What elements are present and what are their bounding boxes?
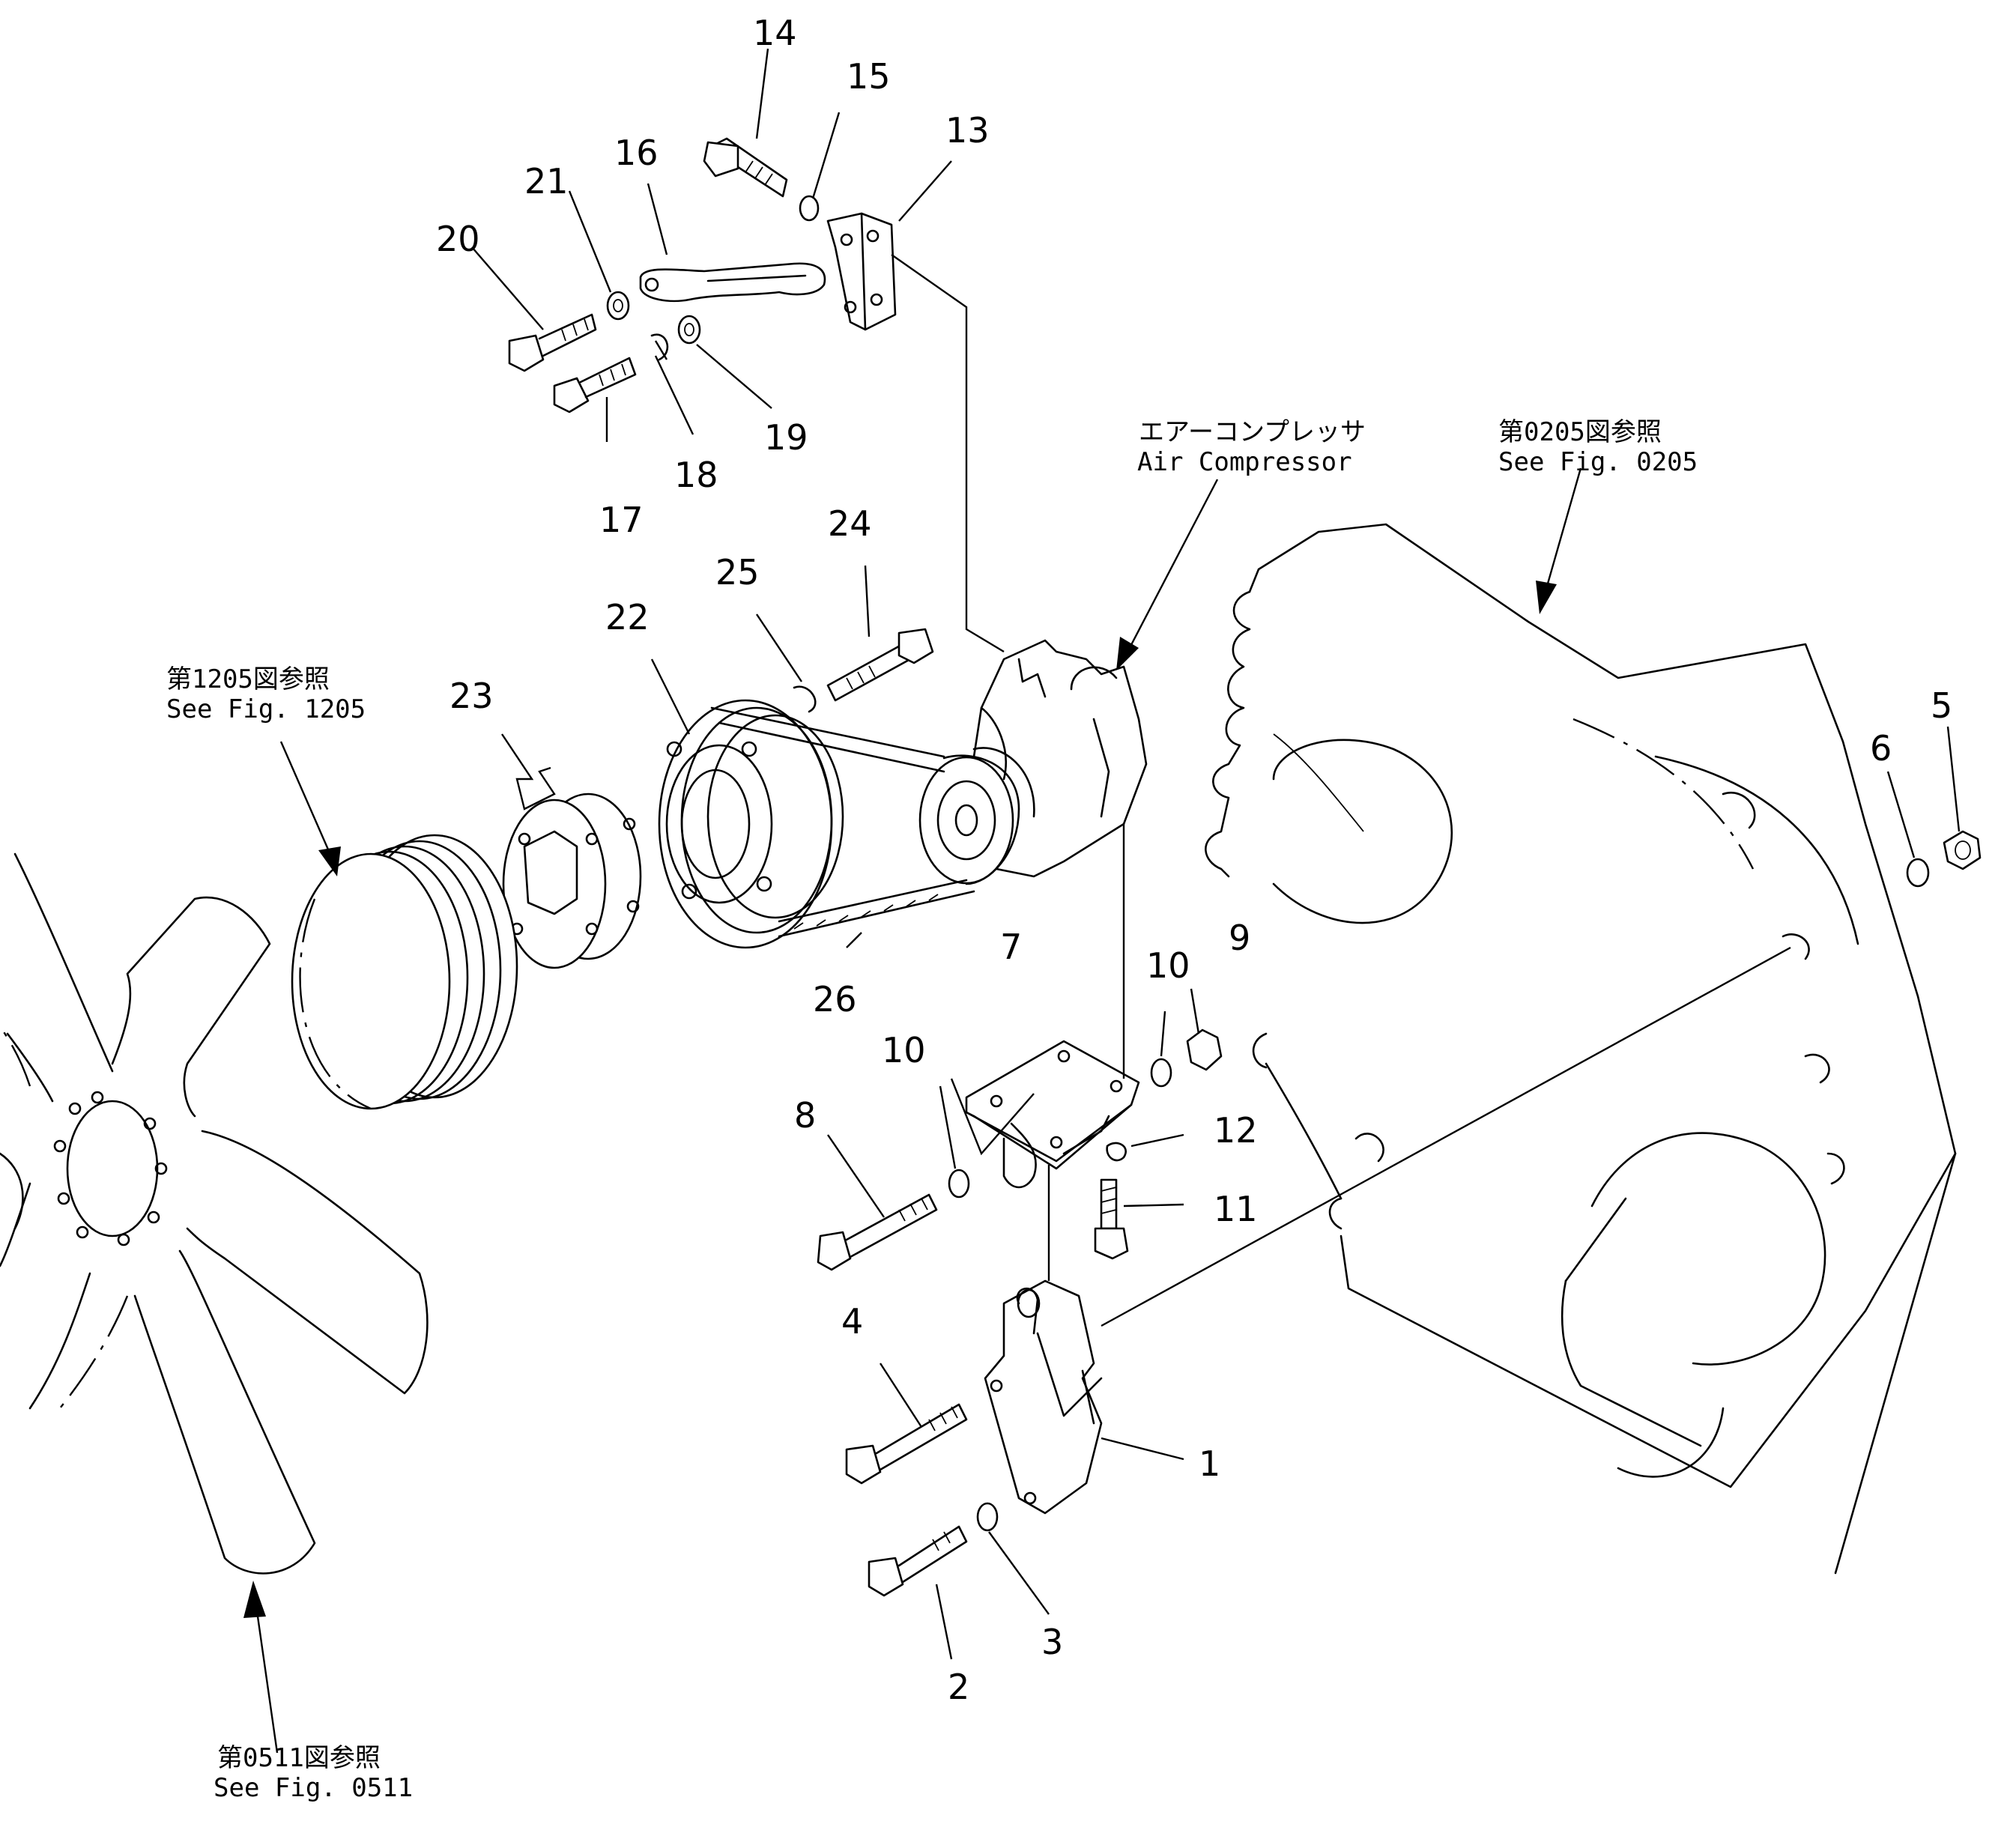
callout-5: 5 bbox=[1931, 685, 1952, 726]
callout-6: 6 bbox=[1870, 728, 1892, 769]
washer-3 bbox=[976, 1502, 999, 1532]
callout-19: 19 bbox=[764, 417, 808, 458]
spacer-23 bbox=[502, 793, 642, 969]
washer-19 bbox=[677, 315, 701, 345]
callout-17: 17 bbox=[599, 500, 644, 540]
bolt-24 bbox=[826, 628, 934, 702]
fig-0511-en: See Fig. 0511 bbox=[214, 1773, 413, 1803]
nut-9 bbox=[1186, 1028, 1223, 1071]
fig-1205-en: See Fig. 1205 bbox=[166, 694, 366, 724]
callout-22: 22 bbox=[605, 597, 650, 637]
reference-fig-0205: 第0205図参照 See Fig. 0205 bbox=[1498, 417, 1698, 477]
callout-2: 2 bbox=[948, 1667, 969, 1707]
engine-housing bbox=[1205, 523, 1957, 1575]
callout-14: 14 bbox=[753, 13, 797, 53]
bolt-8 bbox=[817, 1193, 938, 1271]
cooling-fan bbox=[0, 852, 429, 1575]
air-compressor-jp: エアーコンプレッサ bbox=[1139, 417, 1366, 447]
callout-13: 13 bbox=[945, 110, 990, 151]
air-compressor-en: Air Compressor bbox=[1137, 447, 1352, 477]
adjust-plate-16 bbox=[639, 262, 826, 303]
support-7 bbox=[965, 1040, 1140, 1189]
washer-10-upper bbox=[1150, 1058, 1172, 1088]
callout-8: 8 bbox=[794, 1095, 816, 1136]
washer-12 bbox=[1106, 1142, 1127, 1162]
fig-0511-jp: 第0511図参照 bbox=[217, 1743, 381, 1773]
washer-21 bbox=[606, 291, 630, 321]
bolt-2 bbox=[868, 1525, 968, 1597]
callout-18: 18 bbox=[674, 455, 718, 495]
crank-pulley-22 bbox=[658, 699, 844, 949]
leader-lines bbox=[243, 48, 1961, 1754]
washer-18 bbox=[650, 333, 669, 361]
bracket-1 bbox=[984, 1279, 1103, 1515]
fan-pulley bbox=[291, 834, 518, 1110]
assembly-lines bbox=[891, 254, 1791, 1327]
reference-fig-0511: 第0511図参照 See Fig. 0511 bbox=[214, 1743, 413, 1803]
callout-26: 26 bbox=[813, 979, 857, 1019]
callout-20: 20 bbox=[436, 219, 480, 259]
v-belt-26 bbox=[710, 706, 975, 938]
callout-10a: 10 bbox=[1146, 945, 1190, 986]
callout-12: 12 bbox=[1214, 1110, 1258, 1151]
callout-7: 7 bbox=[1000, 927, 1022, 967]
washer-10-lower bbox=[948, 1169, 970, 1199]
callout-10b: 10 bbox=[882, 1030, 926, 1070]
fig-0205-jp: 第0205図参照 bbox=[1498, 417, 1662, 447]
bolt-4 bbox=[845, 1403, 968, 1485]
callout-21: 21 bbox=[524, 161, 569, 202]
bolt-11 bbox=[1094, 1178, 1129, 1260]
callout-15: 15 bbox=[847, 56, 891, 97]
callout-labels: 1234567891010111213141516171819202122232… bbox=[436, 13, 1952, 1707]
callout-24: 24 bbox=[828, 503, 872, 544]
fig-0205-en: See Fig. 0205 bbox=[1498, 447, 1698, 477]
bracket-13 bbox=[826, 212, 897, 331]
reference-air-compressor: エアーコンプレッサ Air Compressor bbox=[1137, 417, 1366, 477]
callout-9: 9 bbox=[1229, 918, 1250, 958]
nut-5 bbox=[1943, 830, 1982, 870]
bolt-20 bbox=[508, 313, 597, 372]
reference-fig-1205: 第1205図参照 See Fig. 1205 bbox=[166, 664, 366, 724]
callout-23: 23 bbox=[449, 676, 494, 716]
callout-1: 1 bbox=[1199, 1443, 1220, 1484]
callout-4: 4 bbox=[841, 1301, 863, 1342]
fig-1205-jp: 第1205図参照 bbox=[166, 664, 330, 694]
washer-6 bbox=[1906, 858, 1930, 888]
callout-25: 25 bbox=[715, 552, 760, 593]
air-compressor bbox=[918, 639, 1148, 885]
washer-25 bbox=[793, 685, 817, 713]
callout-3: 3 bbox=[1041, 1622, 1063, 1662]
callout-16: 16 bbox=[614, 133, 659, 173]
callout-11: 11 bbox=[1214, 1189, 1258, 1229]
bolt-17 bbox=[553, 357, 637, 413]
bolt-14 bbox=[703, 137, 788, 198]
washer-15 bbox=[799, 195, 820, 222]
